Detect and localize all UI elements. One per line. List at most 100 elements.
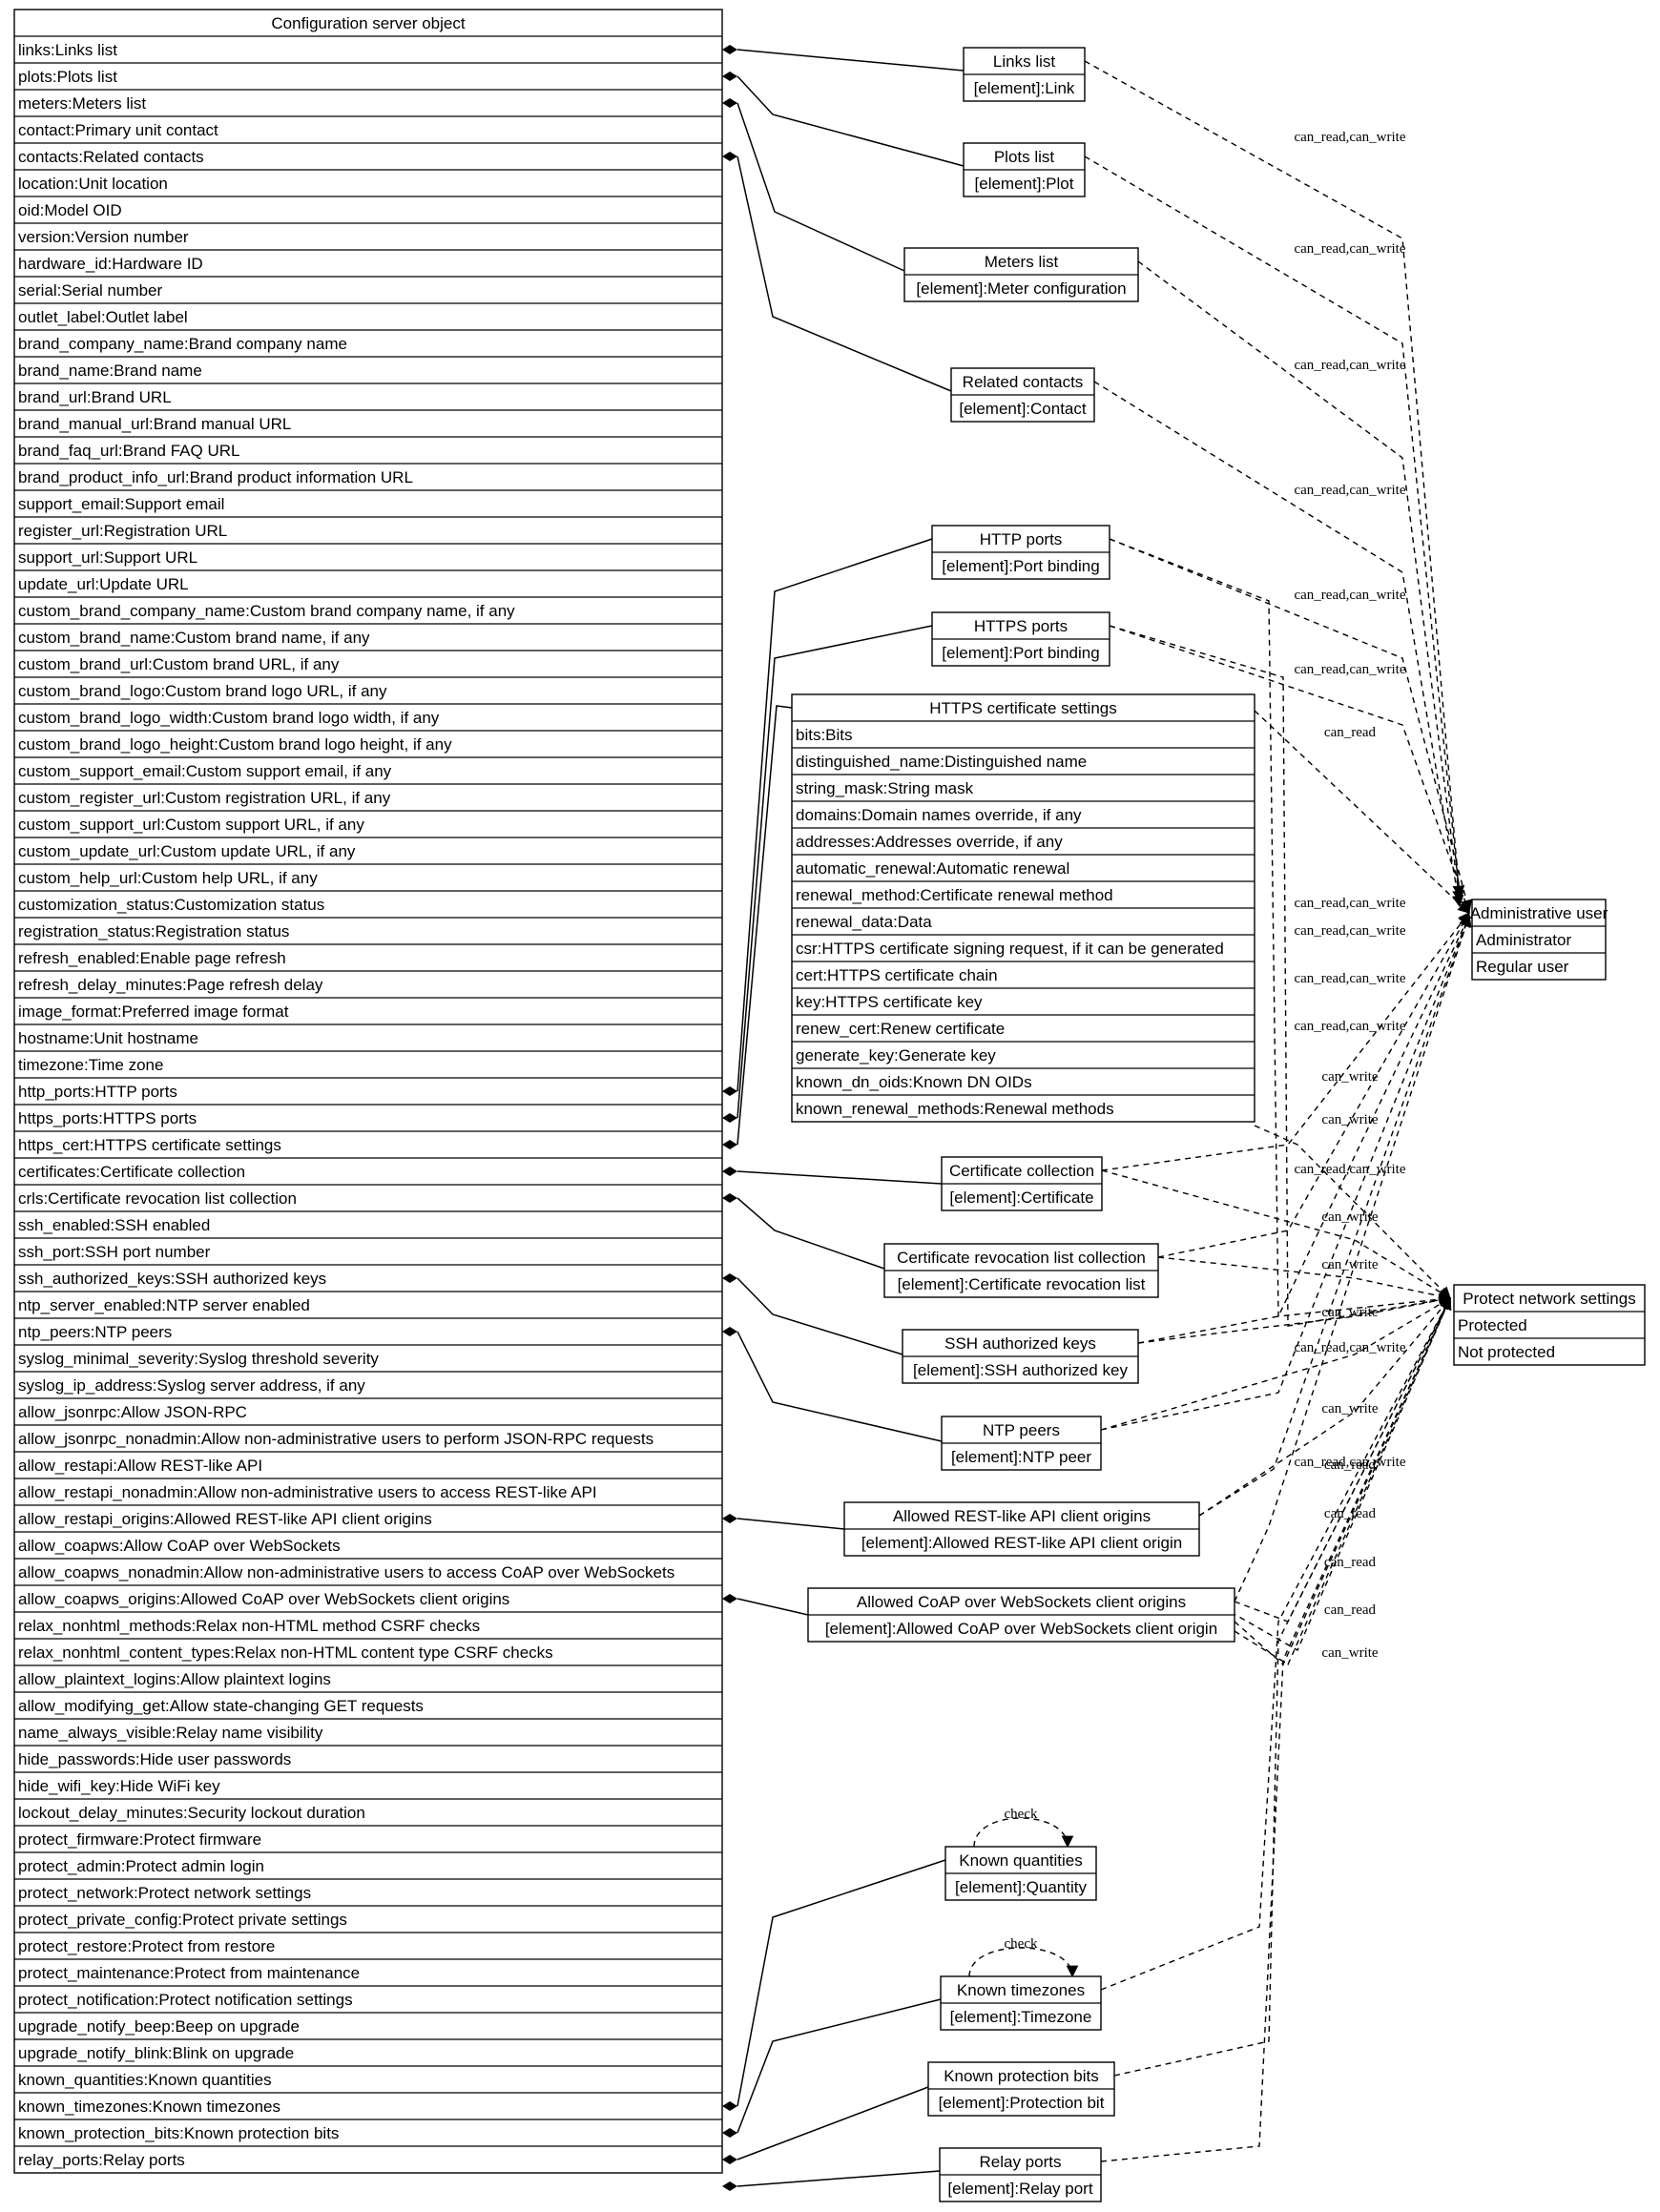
field-row: known_protection_bits:Known protection b…	[18, 2124, 339, 2142]
field-row: custom_brand_logo_width:Custom brand log…	[18, 709, 440, 727]
field-row: syslog_minimal_severity:Syslog threshold…	[18, 1350, 379, 1368]
edge-label: can_write	[1321, 1401, 1378, 1416]
edge-label: can_write	[1321, 1069, 1378, 1085]
composition-diamond	[722, 2128, 737, 2138]
field-row: brand_product_info_url:Brand product inf…	[18, 468, 413, 486]
field-row: custom_brand_company_name:Custom brand c…	[18, 602, 515, 620]
field-row: support_url:Support URL	[18, 548, 197, 567]
field-row: hardware_id:Hardware ID	[18, 255, 203, 273]
collection-title: NTP peers	[983, 1421, 1060, 1439]
permission-edge	[1198, 914, 1472, 1517]
configuration-server-object-title: Configuration server object	[271, 14, 465, 32]
permission-edge	[1100, 1296, 1451, 1991]
collection-title: Certificate collection	[949, 1162, 1094, 1180]
collection-plots: Plots list [element]:Plot	[963, 142, 1086, 197]
cert-field-row: csr:HTTPS certificate signing request, i…	[796, 940, 1224, 958]
composition-diamond	[722, 152, 737, 161]
collection-title: HTTPS ports	[974, 617, 1068, 635]
collection-element-type: [element]:NTP peer	[951, 1448, 1091, 1466]
composition-edge	[737, 1859, 946, 2107]
composition-edge	[737, 75, 965, 167]
administrative-user-box: Administrative userAdministratorRegular …	[1470, 899, 1608, 981]
edge-label: can_write	[1321, 1209, 1378, 1225]
field-row: lockout_delay_minutes:Security lockout d…	[18, 1804, 365, 1822]
composition-diamond	[722, 45, 737, 54]
field-row: register_url:Registration URL	[18, 522, 227, 540]
field-row: custom_brand_url:Custom brand URL, if an…	[18, 655, 340, 673]
admin-user-option: Administrator	[1476, 931, 1571, 949]
collection-title: Known quantities	[959, 1851, 1082, 1870]
collection-protbits: Known protection bits[element]:Protectio…	[927, 2061, 1115, 2117]
collection-crls: Certificate revocation list collection[e…	[883, 1243, 1159, 1298]
field-row: crls:Certificate revocation list collect…	[18, 1189, 297, 1208]
edge-label: can_read,can_write	[1294, 1162, 1405, 1177]
field-row: registration_status:Registration status	[18, 922, 289, 941]
cert-field-row: renew_cert:Renew certificate	[796, 1020, 1005, 1038]
field-row: allow_jsonrpc:Allow JSON-RPC	[18, 1403, 247, 1421]
permission-edge	[1137, 914, 1470, 1344]
collection-element-type: [element]:Relay port	[947, 2180, 1092, 2198]
cert-field-row: bits:Bits	[796, 726, 853, 744]
field-row: certificates:Certificate collection	[18, 1163, 245, 1181]
composition-edge	[737, 625, 933, 1119]
field-row: https_cert:HTTPS certificate settings	[18, 1136, 281, 1154]
field-row: protect_firmware:Protect firmware	[18, 1830, 261, 1849]
edge-label: can_read,can_write	[1294, 483, 1405, 498]
edge-label: check	[1005, 1936, 1038, 1952]
field-row: custom_brand_logo_height:Custom brand lo…	[18, 735, 452, 754]
field-row: oid:Model OID	[18, 201, 122, 219]
composition-diamond	[722, 1113, 737, 1123]
collection-ntp: NTP peers [element]:NTP peer	[941, 1416, 1102, 1471]
field-row: custom_brand_name:Custom brand name, if …	[18, 629, 370, 647]
protect-network-option: Not protected	[1458, 1343, 1555, 1361]
collection-title: Meters list	[985, 253, 1059, 271]
field-row: name_always_visible:Relay name visibilit…	[18, 1724, 323, 1742]
field-row: hide_wifi_key:Hide WiFi key	[18, 1777, 220, 1795]
field-row: known_quantities:Known quantities	[18, 2071, 272, 2089]
field-row: plots:Plots list	[18, 68, 117, 86]
collection-element-type: [element]:Certificate revocation list	[898, 1275, 1146, 1293]
collection-element-type: [element]:Allowed CoAP over WebSockets c…	[825, 1620, 1217, 1638]
field-row: image_format:Preferred image format	[18, 1003, 289, 1021]
composition-edge	[737, 1598, 809, 1616]
https-certificate-settings: HTTPS certificate settingsbits:Bitsdisti…	[791, 693, 1255, 1123]
permission-edge	[1101, 1169, 1452, 1299]
collection-element-type: [element]:Plot	[975, 175, 1074, 193]
collection-title: Allowed CoAP over WebSockets client orig…	[857, 1593, 1186, 1611]
edge-label: can_read,can_write	[1294, 896, 1405, 911]
edge-label: can_read,can_write	[1294, 1019, 1405, 1034]
field-row: serial:Serial number	[18, 281, 163, 300]
collection-rest: Allowed REST-like API client origins[ele…	[843, 1501, 1200, 1557]
edge-label: can_read	[1324, 1555, 1377, 1570]
cert-field-row: key:HTTPS certificate key	[796, 993, 983, 1011]
cert-field-row: domains:Domain names override, if any	[796, 806, 1082, 824]
field-row: allow_jsonrpc_nonadmin:Allow non-adminis…	[18, 1430, 654, 1448]
field-row: https_ports:HTTPS ports	[18, 1109, 197, 1127]
collection-element-type: [element]:Link	[974, 79, 1075, 97]
collection-quantities: Known quantities[element]:Quantity	[944, 1846, 1097, 1901]
field-row: contact:Primary unit contact	[18, 121, 218, 139]
composition-diamond	[722, 1273, 737, 1283]
labels-layer: can_read,can_write can_read,can_write can_…	[1005, 130, 1406, 1952]
composition-edge	[737, 1170, 943, 1185]
field-row: hide_passwords:Hide user passwords	[18, 1750, 291, 1768]
edge-label: check	[1005, 1807, 1038, 1822]
field-row: refresh_enabled:Enable page refresh	[18, 949, 286, 967]
field-row: custom_help_url:Custom help URL, if any	[18, 869, 318, 887]
field-row: brand_company_name:Brand company name	[18, 335, 347, 353]
composition-edge	[737, 705, 793, 1146]
collection-title: Known timezones	[957, 1981, 1085, 1999]
edge-label: can_read,can_write	[1294, 130, 1405, 145]
cert-field-row: automatic_renewal:Automatic renewal	[796, 859, 1069, 878]
collection-title: HTTP ports	[980, 530, 1063, 548]
field-row: ntp_peers:NTP peers	[18, 1323, 172, 1341]
field-row: protect_admin:Protect admin login	[18, 1857, 264, 1875]
collection-element-type: [element]:Port binding	[942, 644, 1099, 662]
field-row: allow_modifying_get:Allow state-changing…	[18, 1697, 424, 1715]
field-row: syslog_ip_address:Syslog server address,…	[18, 1376, 365, 1395]
collection-ssh: SSH authorized keys[element]:SSH authori…	[902, 1329, 1139, 1384]
collection-element-type: [element]:Meter configuration	[916, 279, 1126, 298]
collection-title: Plots list	[994, 148, 1055, 166]
